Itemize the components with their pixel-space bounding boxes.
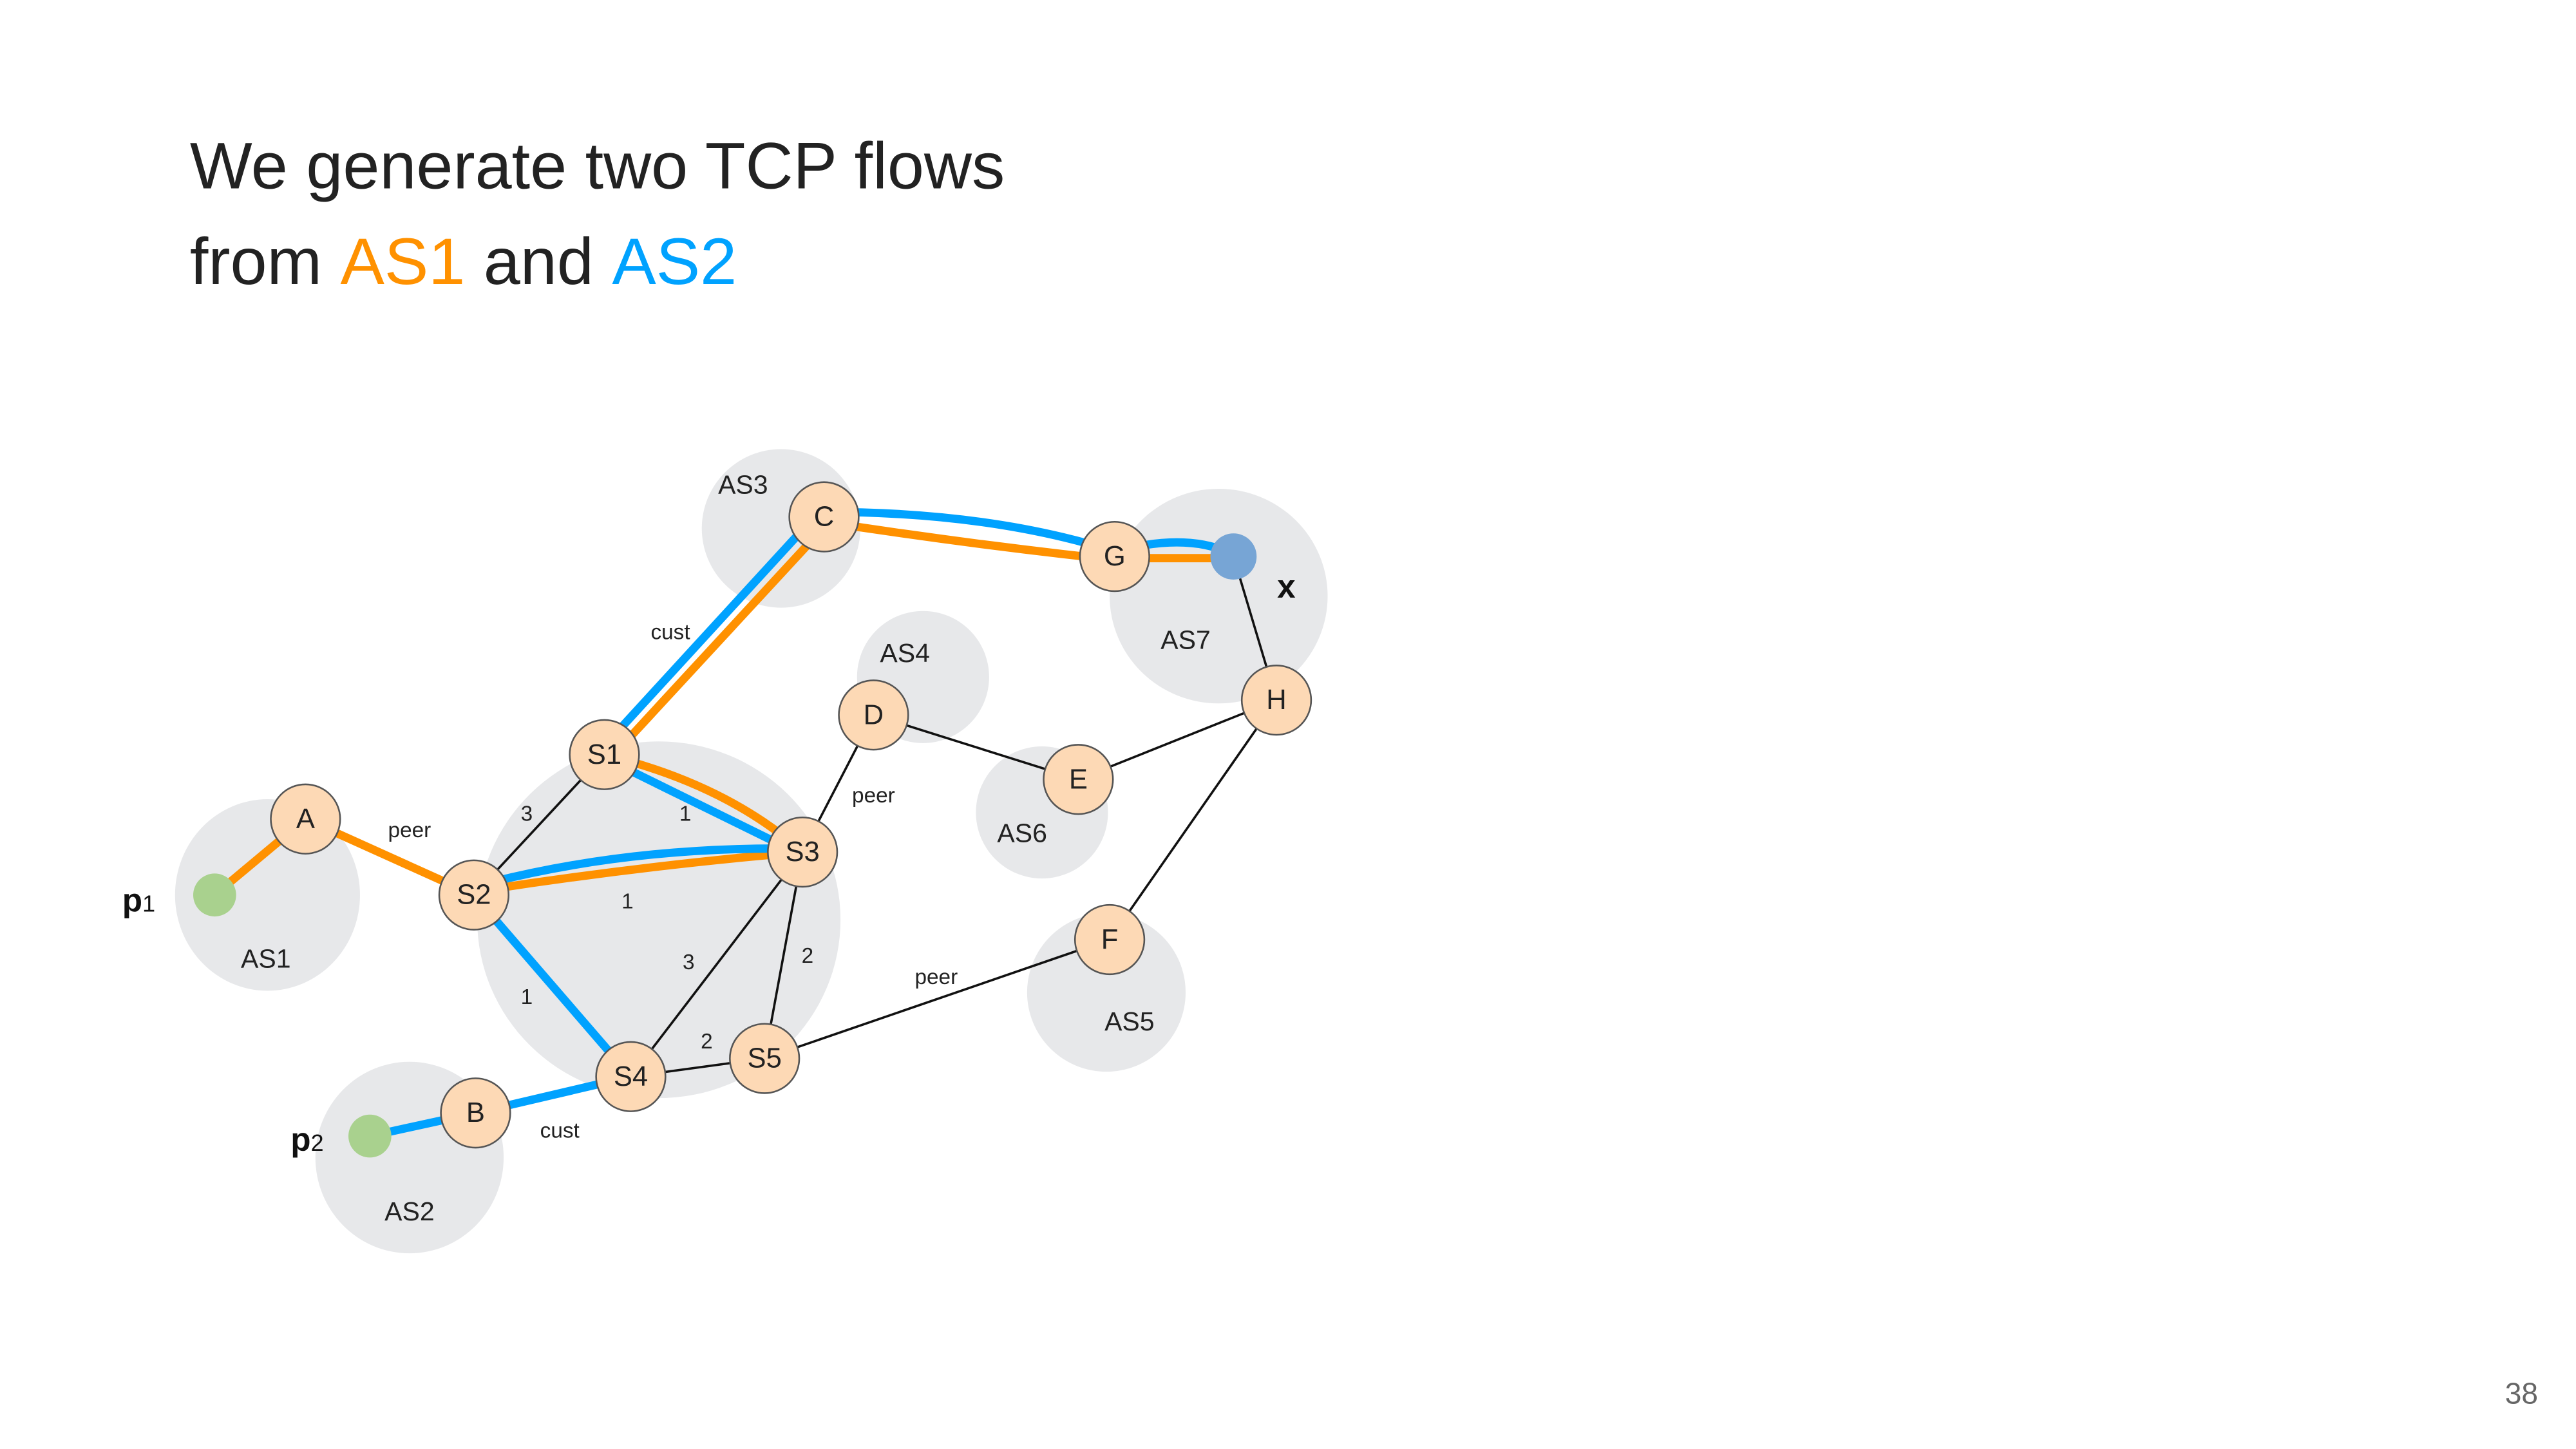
link-s3-s4 [630, 851, 804, 1077]
node-e[interactable]: E [1043, 744, 1114, 815]
svg-text:C: C [814, 502, 834, 533]
edge-label-s2-s3: 1 [621, 889, 634, 913]
nodes: A S2 S1 S3 S4 S5 B C G H D E F [193, 481, 1312, 1158]
svg-text:G: G [1104, 541, 1126, 572]
edge-label-b-s4: cust [540, 1119, 580, 1143]
p1-label: p1 [122, 882, 155, 918]
as1-highlight: AS1 [340, 224, 465, 298]
edge-label-s1-s3: 1 [679, 802, 692, 826]
destination-x-node [1210, 533, 1257, 580]
edge-label-s1-s2: 3 [521, 802, 533, 826]
edge-label-s2-s4: 1 [521, 985, 533, 1009]
node-s1[interactable]: S1 [569, 719, 640, 790]
node-a[interactable]: A [270, 783, 341, 855]
as2-highlight: AS2 [612, 224, 737, 298]
link-h-f [1108, 699, 1278, 941]
link-f-s5 [764, 938, 1110, 1060]
slide-title-line1: We generate two TCP flows [190, 128, 1005, 202]
as5-bubble [1027, 913, 1186, 1072]
node-s4[interactable]: S4 [595, 1041, 667, 1112]
as2-label: AS2 [384, 1197, 435, 1226]
as4-label: AS4 [880, 638, 930, 668]
svg-text:F: F [1101, 924, 1119, 955]
p2-label: p2 [290, 1121, 323, 1158]
edge-label-s1-c: cust [650, 620, 690, 644]
node-h[interactable]: H [1240, 665, 1312, 736]
svg-text:D: D [864, 699, 884, 730]
page-number: 38 [2505, 1376, 2538, 1410]
x-label: x [1277, 568, 1296, 605]
as7-label: AS7 [1160, 625, 1211, 655]
svg-text:H: H [1266, 685, 1286, 715]
prefix-p2-node [348, 1114, 392, 1158]
edge-label-s3-s5: 2 [802, 944, 814, 968]
node-g[interactable]: G [1079, 520, 1150, 592]
edge-label-s4-s5: 2 [701, 1030, 713, 1054]
svg-text:B: B [466, 1097, 485, 1128]
svg-text:S4: S4 [614, 1061, 648, 1092]
node-f[interactable]: F [1074, 904, 1146, 976]
svg-text:S5: S5 [748, 1043, 782, 1074]
as3-label: AS3 [718, 470, 768, 500]
prefix-labels: p1 p2 x [122, 568, 1296, 1158]
node-d[interactable]: D [838, 679, 909, 751]
svg-text:S1: S1 [587, 739, 621, 770]
node-c[interactable]: C [788, 481, 860, 553]
edge-labels: peer cust peer peer cust 3 1 1 3 2 1 2 [388, 620, 958, 1142]
svg-text:A: A [296, 804, 315, 835]
svg-text:S2: S2 [457, 880, 491, 911]
node-s2[interactable]: S2 [438, 859, 510, 931]
link-e-h [1077, 699, 1277, 781]
slide-title-line2: from AS1 and AS2 [190, 224, 737, 298]
as6-label: AS6 [997, 819, 1047, 848]
as1-label: AS1 [241, 944, 291, 974]
link-d-e [873, 714, 1079, 781]
svg-text:S3: S3 [785, 837, 819, 867]
prefix-p1-node [193, 873, 236, 917]
node-b[interactable]: B [440, 1077, 511, 1149]
edge-label-d-s3: peer [852, 784, 895, 808]
node-s5[interactable]: S5 [729, 1023, 800, 1094]
as-labels: AS3 AS4 AS7 AS6 AS1 AS5 AS2 [241, 470, 1211, 1226]
node-s3[interactable]: S3 [767, 816, 838, 888]
svg-text:E: E [1069, 764, 1088, 795]
edge-label-s5-f: peer [914, 965, 958, 989]
edge-label-a-s2: peer [388, 819, 431, 842]
edge-label-s3-s4: 3 [683, 951, 695, 974]
as5-label: AS5 [1104, 1007, 1155, 1036]
